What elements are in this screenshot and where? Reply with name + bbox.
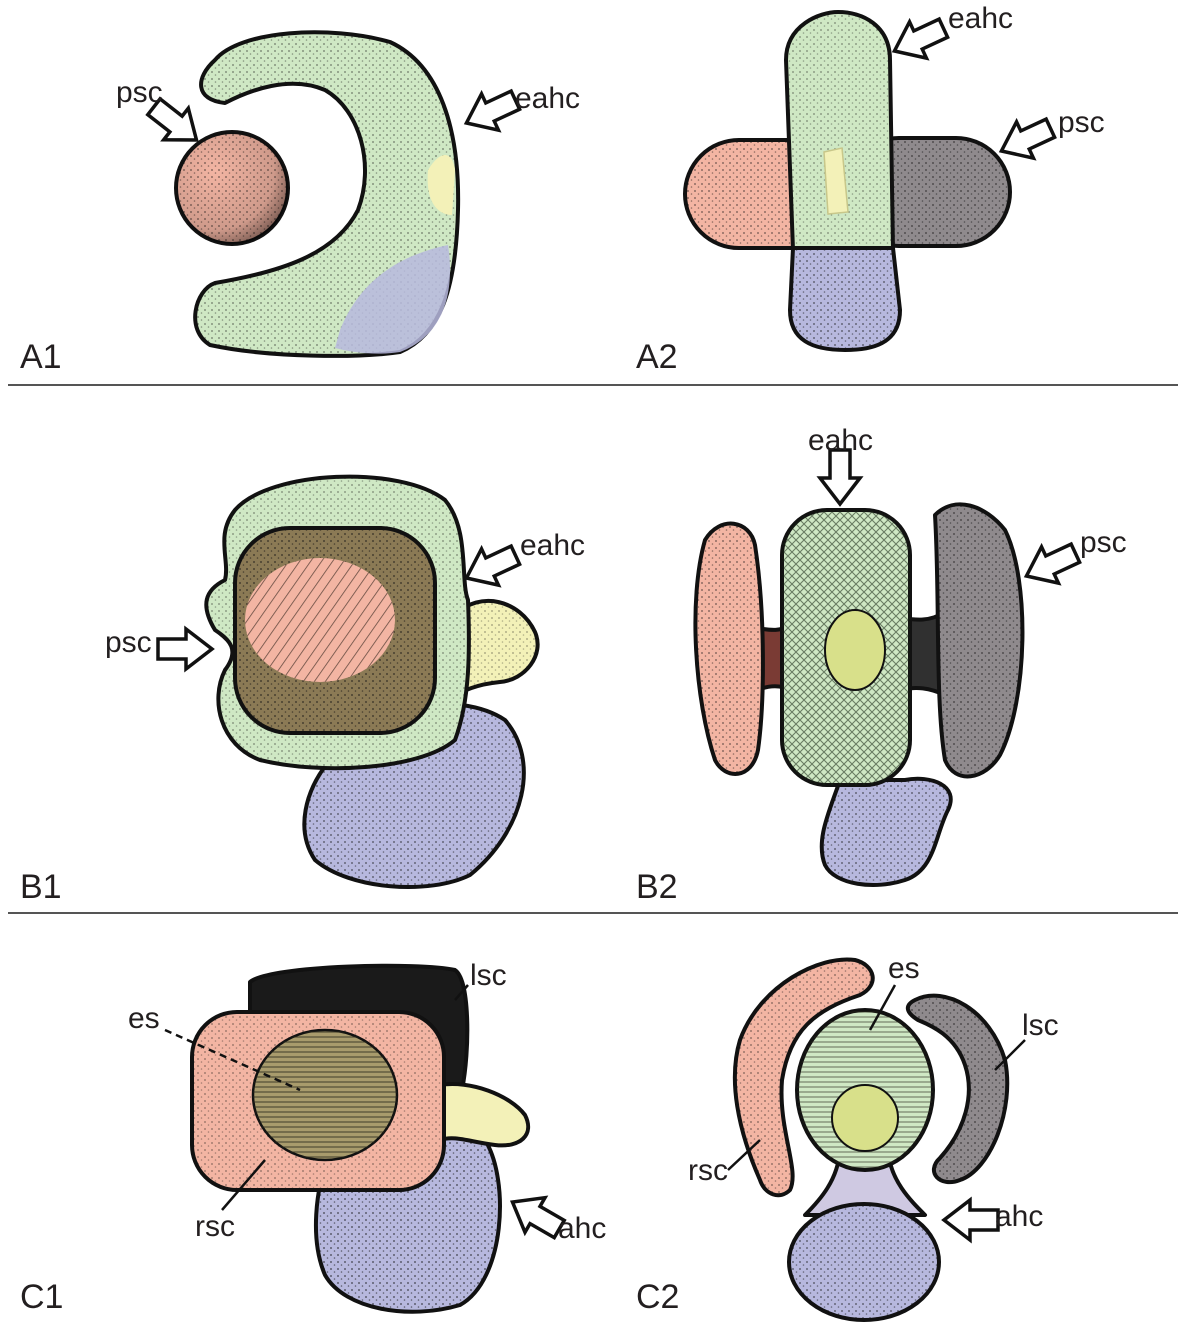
panel-a1: psc eahc A1 — [20, 32, 580, 376]
panel-b2: eahc psc B2 — [636, 424, 1127, 906]
arrow-eahc — [458, 82, 524, 141]
panel-a2: eahc psc A2 — [636, 2, 1105, 376]
arrow-psc — [993, 110, 1059, 169]
label-ahc: ahc — [558, 1212, 606, 1245]
panel-label-a1: A1 — [20, 338, 62, 376]
label-ahc: ahc — [995, 1200, 1043, 1233]
label-psc: psc — [105, 626, 152, 659]
label-lsc: lsc — [1022, 1009, 1059, 1042]
arrow-psc — [158, 629, 212, 669]
label-lsc: lsc — [470, 959, 507, 992]
panel-b1: eahc psc B1 — [20, 477, 585, 906]
panel-c1: es lsc rsc ahc C1 — [20, 959, 606, 1316]
label-psc: psc — [1058, 106, 1105, 139]
label-eahc: eahc — [515, 82, 580, 115]
central-spot — [832, 1085, 898, 1151]
panel-label-b2: B2 — [636, 868, 678, 906]
arrow-eahc — [458, 537, 524, 596]
label-rsc: rsc — [195, 1210, 235, 1243]
arrow-psc — [1018, 535, 1084, 594]
yellow-knob — [440, 1084, 528, 1145]
panel-c2: es lsc rsc ahc C2 — [636, 952, 1059, 1320]
label-rsc: rsc — [688, 1154, 728, 1187]
panel-label-c2: C2 — [636, 1278, 679, 1316]
label-es: es — [888, 952, 920, 985]
label-eahc: eahc — [808, 424, 873, 457]
label-psc: psc — [116, 76, 163, 109]
arrow-eahc — [886, 10, 952, 69]
label-es: es — [128, 1002, 160, 1035]
label-eahc: eahc — [948, 2, 1013, 35]
arrow-eahc — [820, 450, 860, 504]
panel-label-a2: A2 — [636, 338, 678, 376]
label-eahc: eahc — [520, 529, 585, 562]
arrow-ahc — [944, 1200, 998, 1240]
panel-label-c1: C1 — [20, 1278, 63, 1316]
label-psc: psc — [1080, 526, 1127, 559]
central-spot — [825, 610, 885, 690]
panel-label-b1: B1 — [20, 868, 62, 906]
